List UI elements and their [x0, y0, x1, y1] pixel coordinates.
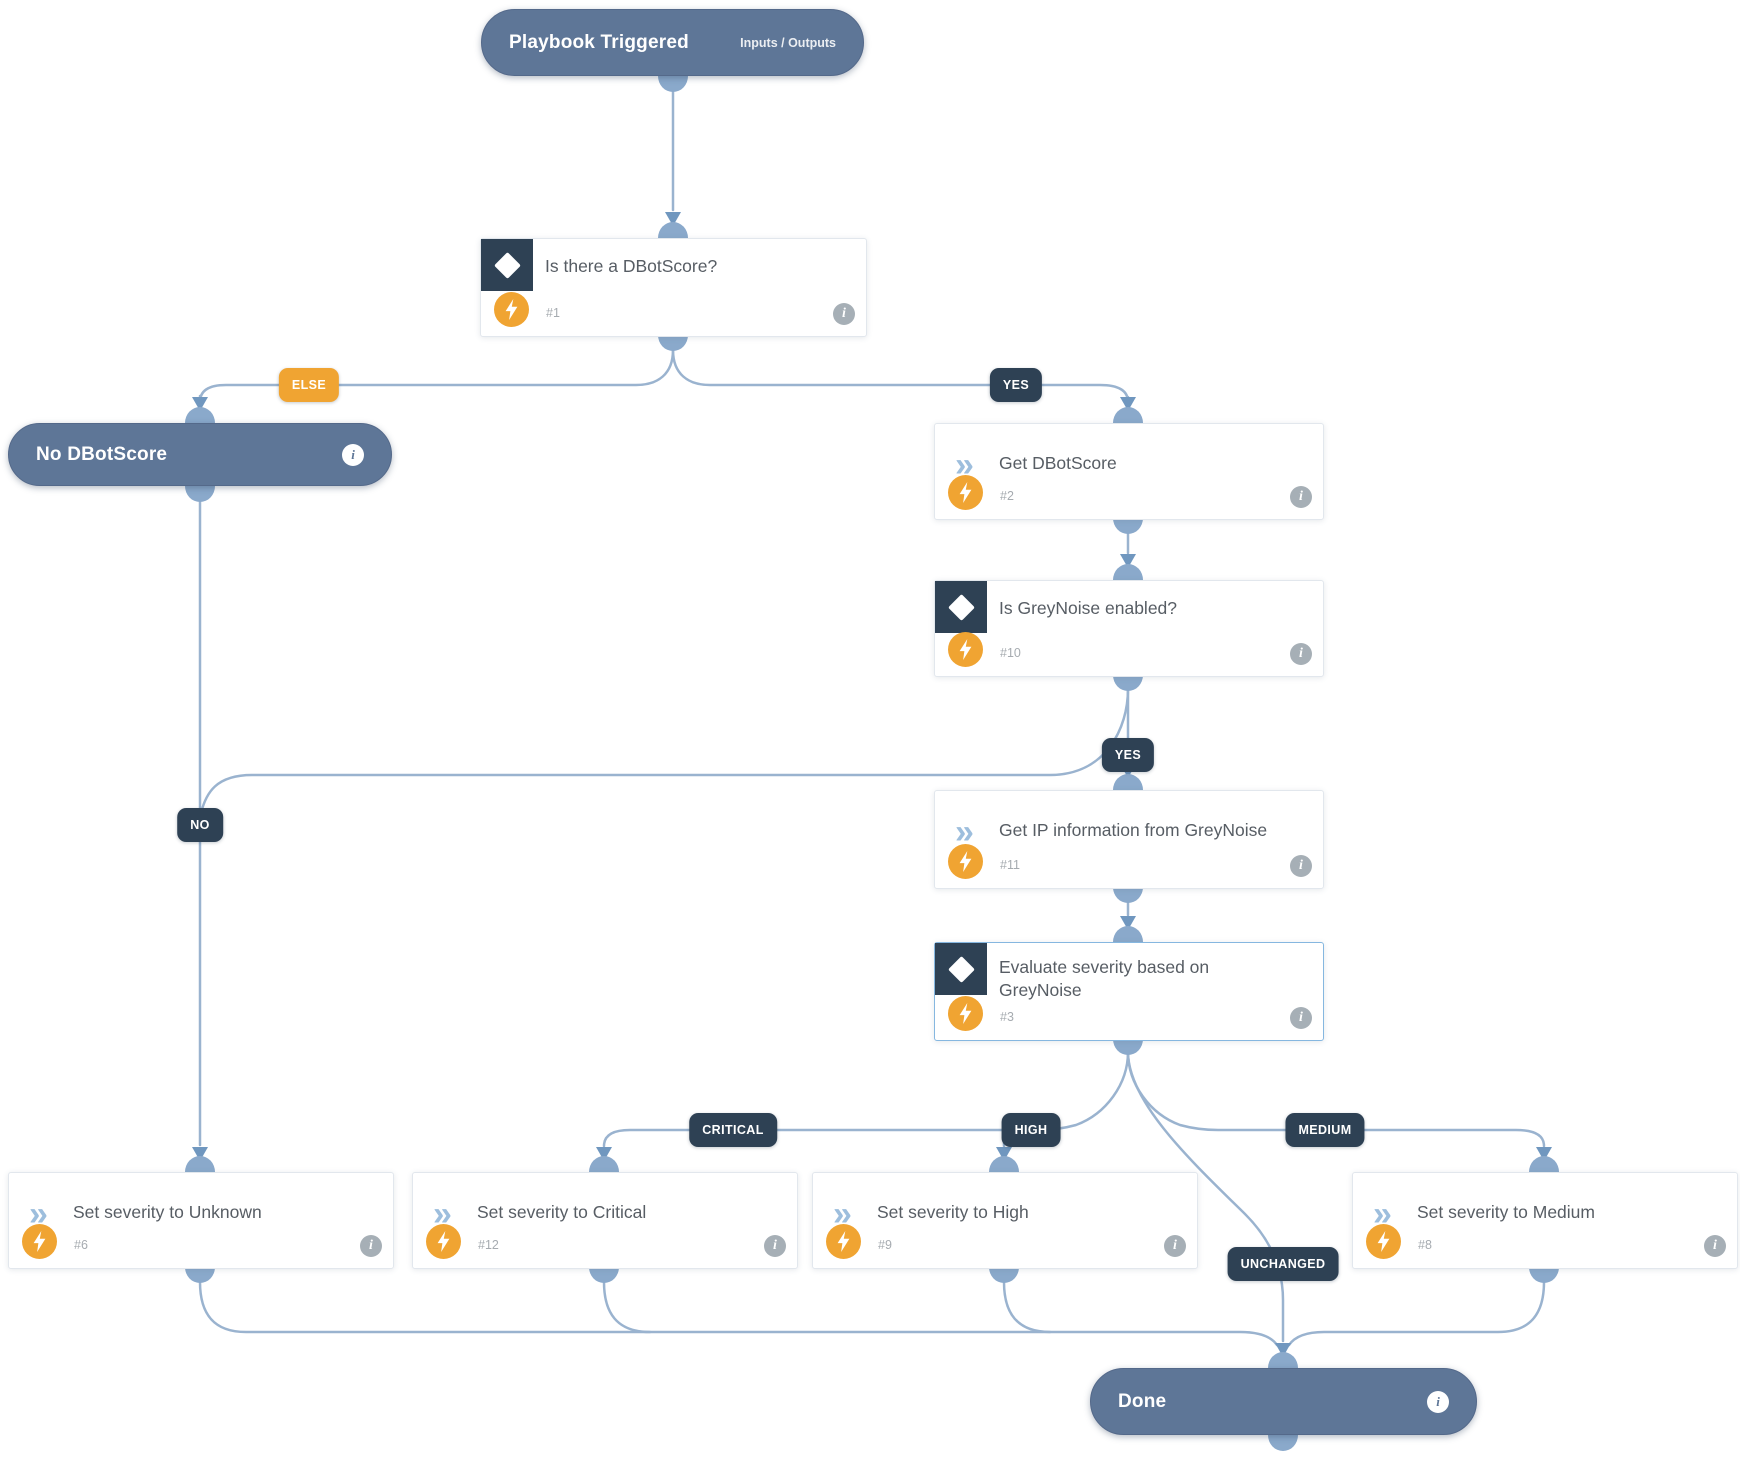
node-title: Set severity to Critical [477, 1202, 647, 1222]
task-number: #11 [1000, 858, 1020, 872]
task-number: #10 [1000, 646, 1021, 660]
automation-bolt-icon [826, 1224, 861, 1259]
node-title: No DBotScore [36, 443, 168, 465]
node-title: Is there a DBotScore? [545, 256, 718, 276]
node-title: Set severity to Unknown [73, 1202, 262, 1222]
node-title: Evaluate severity based on GreyNoise [999, 957, 1210, 1001]
info-icon[interactable]: i [1290, 486, 1312, 508]
info-icon[interactable]: i [1290, 643, 1312, 665]
node-title: Set severity to Medium [1417, 1202, 1595, 1222]
condition-diamond-icon [935, 943, 987, 995]
task-number: #9 [878, 1238, 892, 1252]
info-icon[interactable]: i [833, 303, 855, 325]
info-icon[interactable]: i [764, 1235, 786, 1257]
node-evaluate-severity-based-on-greynoise[interactable]: Evaluate severity based on GreyNoise #3 … [934, 942, 1324, 1041]
node-title: Get IP information from GreyNoise [999, 820, 1268, 840]
branch-label-no: NO [177, 808, 223, 842]
task-chevron-icon: » [1373, 1195, 1392, 1233]
branch-label-yes-dbotscore: YES [989, 368, 1043, 402]
node-title: Set severity to High [877, 1202, 1029, 1222]
node-playbook-triggered[interactable]: Playbook Triggered Inputs / Outputs [481, 9, 864, 76]
branch-label-yes-greynoise: YES [1101, 738, 1155, 772]
branch-label-critical: CRITICAL [689, 1113, 777, 1147]
task-number: #12 [478, 1238, 499, 1252]
node-no-dbotscore[interactable]: No DBotScore i [8, 423, 392, 486]
inputs-outputs-link[interactable]: Inputs / Outputs [740, 35, 836, 50]
node-title: Get DBotScore [999, 453, 1117, 473]
info-icon[interactable]: i [1164, 1235, 1186, 1257]
task-chevron-icon: » [955, 446, 974, 484]
info-icon[interactable]: i [342, 443, 364, 466]
task-number: #2 [1000, 489, 1014, 503]
node-done[interactable]: Done i [1090, 1368, 1477, 1435]
automation-bolt-icon [948, 632, 983, 667]
condition-diamond-icon [481, 239, 533, 291]
automation-bolt-icon [948, 475, 983, 510]
info-icon[interactable]: i [1427, 1390, 1449, 1413]
node-set-severity-to-critical[interactable]: » Set severity to Critical #12 i [412, 1172, 798, 1269]
task-number: #6 [74, 1238, 88, 1252]
automation-bolt-icon [948, 996, 983, 1031]
node-get-ip-information-from-greynoise[interactable]: » Get IP information from GreyNoise #11 … [934, 790, 1324, 889]
automation-bolt-icon [426, 1224, 461, 1259]
task-chevron-icon: » [29, 1195, 48, 1233]
condition-diamond-icon [935, 581, 987, 633]
automation-bolt-icon [22, 1224, 57, 1259]
automation-bolt-icon [1366, 1224, 1401, 1259]
node-is-greynoise-enabled[interactable]: Is GreyNoise enabled? #10 i [934, 580, 1324, 677]
task-number: #1 [546, 306, 560, 320]
automation-bolt-icon [494, 292, 529, 327]
node-set-severity-to-high[interactable]: » Set severity to High #9 i [812, 1172, 1198, 1269]
branch-label-else: ELSE [278, 368, 340, 402]
node-get-dbotscore[interactable]: » Get DBotScore #2 i [934, 423, 1324, 520]
branch-label-medium: MEDIUM [1285, 1113, 1365, 1147]
task-chevron-icon: » [833, 1195, 852, 1233]
task-number: #3 [1000, 1010, 1014, 1024]
task-number: #8 [1418, 1238, 1432, 1252]
branch-label-high: HIGH [1001, 1113, 1061, 1147]
node-title: Playbook Triggered [509, 31, 689, 53]
info-icon[interactable]: i [1290, 1007, 1312, 1029]
info-icon[interactable]: i [360, 1235, 382, 1257]
info-icon[interactable]: i [1290, 855, 1312, 877]
node-set-severity-to-unknown[interactable]: » Set severity to Unknown #6 i [8, 1172, 394, 1269]
node-title: Done [1118, 1390, 1167, 1412]
automation-bolt-icon [948, 844, 983, 879]
task-chevron-icon: » [433, 1195, 452, 1233]
node-set-severity-to-medium[interactable]: » Set severity to Medium #8 i [1352, 1172, 1738, 1269]
info-icon[interactable]: i [1704, 1235, 1726, 1257]
node-is-there-a-dbotscore[interactable]: Is there a DBotScore? #1 i [480, 238, 867, 337]
node-title: Is GreyNoise enabled? [999, 598, 1178, 618]
task-chevron-icon: » [955, 813, 974, 851]
branch-label-unchanged: UNCHANGED [1227, 1247, 1339, 1281]
